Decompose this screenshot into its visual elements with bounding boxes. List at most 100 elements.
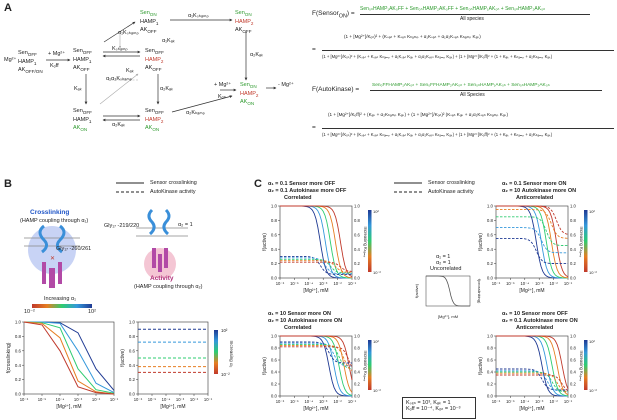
y2-tick-label: 0.8: [570, 218, 576, 223]
rate-r4: Kₐₖ: [74, 86, 83, 92]
mg-plus-label: + Mg²⁺: [48, 51, 66, 57]
y-tick-label: 1.0: [487, 204, 494, 209]
y2-tick-label: 0.6: [570, 358, 576, 363]
activity-curve: [496, 370, 568, 392]
x-tick-label: 10⁻³: [319, 281, 328, 286]
crosslinking-curve: [280, 335, 353, 396]
crosslinking-series-line: [24, 321, 115, 391]
plot-frame: [495, 205, 569, 279]
crosslinking-curve: [496, 205, 568, 279]
activity-curve: [496, 205, 569, 235]
crosslinking-curve: [280, 335, 353, 381]
x-tick-label: 10⁻⁵: [506, 399, 515, 404]
colorbar-side-label: Increasing Kₕₐₘₚ: [579, 351, 584, 382]
y2-tick-label: 0.2: [354, 261, 360, 266]
tr-line2: α₂ = 10 Autokinase more ON: [502, 188, 577, 194]
y2-tick-label: 0.4: [570, 247, 576, 252]
khamp-colorbar: [584, 210, 588, 272]
mid-a1: α₁ = 1: [436, 254, 451, 260]
y-tick-label: 0.6: [129, 348, 136, 353]
x-axis-label: [Mg²⁺], mM: [303, 406, 328, 412]
y-tick-label: 1.0: [129, 320, 136, 325]
x-tick-label: 10⁻²: [333, 281, 342, 286]
rate-r8: α₂Kₐₖ: [112, 122, 126, 128]
y-tick-label: 0.8: [271, 218, 278, 223]
y-tick-label: 0.6: [487, 232, 494, 237]
colorbar-side-label: Increasing Kₕₐₘₚ: [363, 227, 368, 258]
panel-c-label: C: [254, 178, 262, 190]
y2-tick-label: 0.8: [354, 346, 360, 351]
rate-r5: α₂Kₐₖ: [160, 86, 174, 92]
x-tick-label: 10⁻¹: [564, 281, 573, 286]
colorbar-bottom-label: 10⁻²: [221, 372, 230, 377]
colorbar-top-label: 10²: [221, 328, 228, 333]
activity-curve: [496, 209, 569, 239]
activity-curve: [496, 371, 568, 393]
y-axis-label: f(active): [478, 357, 484, 375]
x-tick-label: 10⁻¹: [348, 281, 357, 286]
bl-line2: α₂ = 10 Autokinase more ON: [268, 318, 343, 324]
activity-curve: [280, 345, 353, 371]
gly-label-1: Gly₁₇ -260/261: [56, 246, 92, 252]
crosslinking-series-line: [23, 321, 115, 395]
bl-line1: α₁ = 10 Sensor more ON: [268, 311, 331, 317]
constants-box: Kₛₑₙ = 10³, Kₐₖ = 1 Kₒff = 10⁻⁴, Kₒₙ = 1…: [402, 397, 476, 419]
y-tick-label: 0.2: [271, 382, 278, 387]
y-tick-label: 0.0: [129, 392, 136, 397]
y-tick-label: 0.8: [15, 334, 22, 339]
rate-top: α₁Kₛₕₐₘₚ: [188, 13, 209, 19]
crosslinking-protein-diagram: ✕: [24, 224, 80, 288]
eq2-label: F(AutoKinase) =: [312, 86, 360, 93]
y2-tick-label: 0.2: [570, 382, 576, 387]
panel-b-label: B: [4, 178, 12, 190]
crosslinking-curve: [280, 335, 352, 397]
gly-label-2: Gly₁₇ -219/220: [104, 223, 140, 229]
rate-r2: α₁Kₛₕₐₘₚ: [118, 30, 139, 36]
y2-tick-label: 0.4: [354, 370, 360, 375]
colorbar-top-label: 10²: [373, 209, 379, 214]
x-axis-label: [Mg²⁺], mM: [56, 404, 81, 410]
y2-tick-label: 0.8: [354, 218, 360, 223]
x-tick-label: 10⁻¹: [348, 399, 357, 404]
x-tick-label: 10⁻⁵: [38, 397, 47, 402]
y-axis-label: f(active): [262, 233, 268, 251]
colorbar-top-label: 10²: [373, 339, 379, 344]
eq1-label: F(SensorON) =: [312, 10, 355, 20]
panel-a-scheme-arrows: [46, 18, 277, 122]
rate-r3: α₁Kₐₖ: [162, 38, 176, 44]
plot-frame: [23, 321, 115, 395]
y2-tick-label: 0.0: [570, 394, 576, 399]
eq2b-numerator: (1 + [Mg²⁺]/Kₒff)² + (Kₐₖ + α₂Kₕₐₘₚ Kₐₖ)…: [328, 112, 508, 117]
x-tick-label: 10⁻⁴: [520, 399, 529, 404]
rate-r9: α₁α₂Kₛₕₐₘₚ: [106, 76, 133, 82]
y-tick-label: 0.4: [271, 370, 278, 375]
y2-tick-label: 0.2: [570, 261, 576, 266]
eq1-denominator: All species: [460, 16, 484, 22]
colorbar-top-label: 10²: [589, 339, 595, 344]
chart-uncorrelated: [Mg²⁺], mMf(active)f(crosslinking): [414, 275, 482, 319]
crosslinking-curve: [496, 205, 569, 279]
activity-curve: [280, 343, 353, 370]
x-tick-label: 10⁻⁵: [290, 399, 299, 404]
activity-protein-diagram: [136, 208, 188, 278]
y2-tick-label: 0.0: [354, 394, 360, 399]
activity-curve: [496, 227, 568, 254]
svg-text:✕: ✕: [50, 256, 55, 262]
tr-line1: α₁ = 0.1 Sensor more ON: [502, 181, 567, 187]
crosslinking-series-line: [23, 321, 115, 395]
y-tick-label: 0.0: [15, 392, 22, 397]
x-tick-label: 10⁻⁶: [492, 399, 501, 404]
br-line1: α₁ = 10 Sensor more OFF: [502, 311, 568, 317]
y-tick-label: 0.6: [487, 358, 494, 363]
y-axis-label: f(active): [414, 283, 419, 298]
eq1b-fraction-bar: [322, 50, 614, 51]
x-tick-label: 10⁻⁵: [148, 397, 157, 402]
activity-curve: [496, 237, 568, 265]
koff-label: Kₒff: [50, 63, 59, 69]
colorbar-top-label: 10²: [589, 209, 595, 214]
crosslinking-series-line: [24, 321, 115, 394]
y-tick-label: 1.0: [271, 204, 278, 209]
